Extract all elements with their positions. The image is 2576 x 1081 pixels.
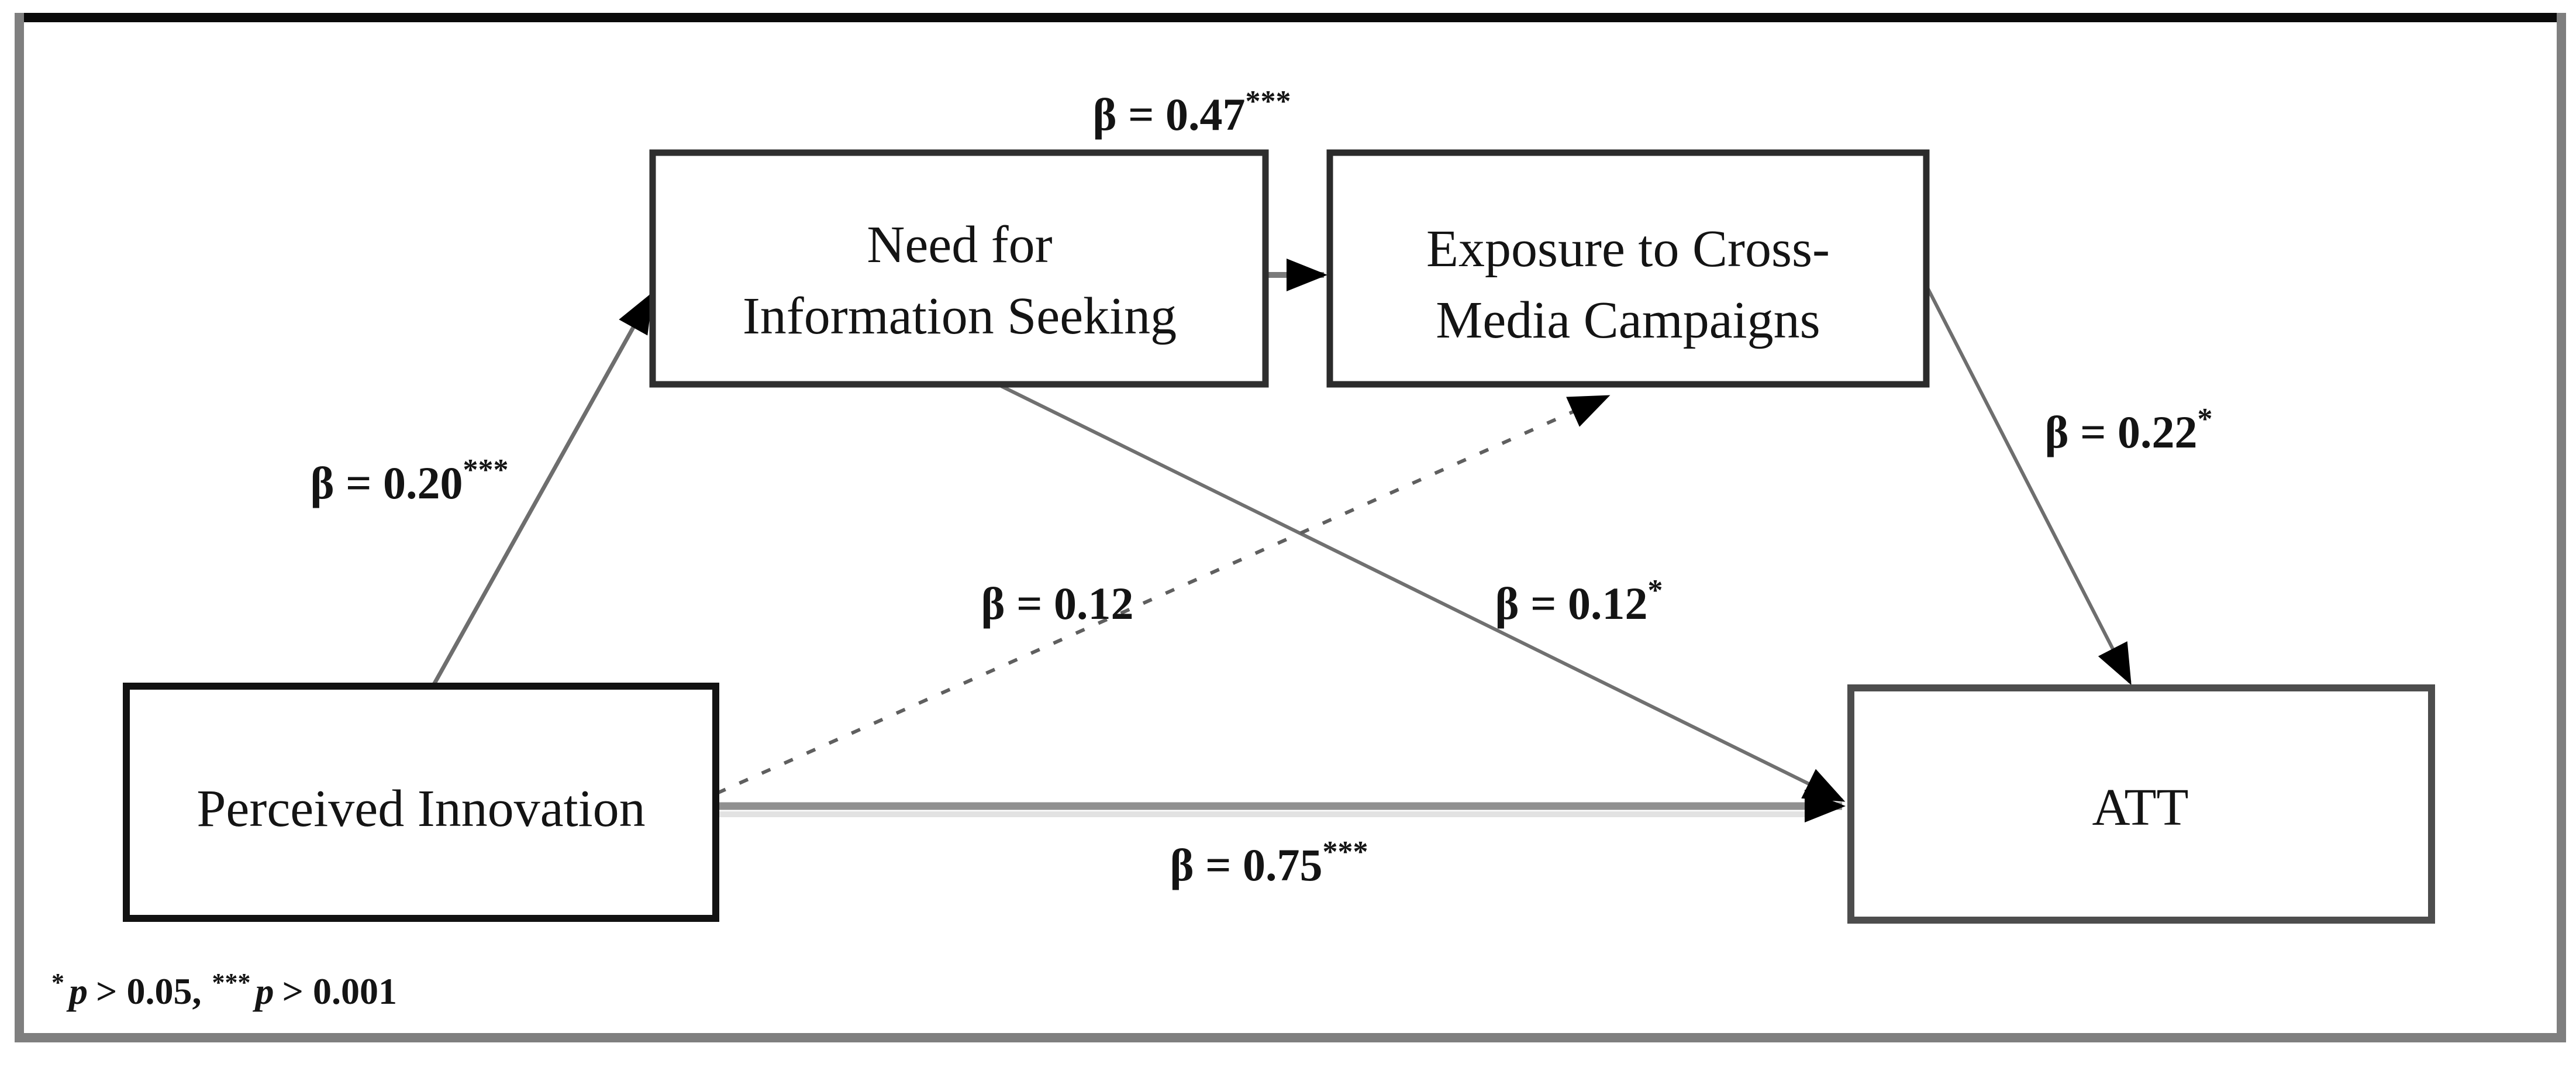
- att-box: [1847, 684, 2435, 924]
- edge-pi-to-att-label: β = 0.75***: [1170, 835, 1368, 890]
- node-exposure-to-cross-media-campaigns: Exposure to Cross-Media Campaigns: [1326, 149, 1930, 388]
- edge-pi-to-need-line: [432, 291, 654, 686]
- edge-need-to-att-line: [1000, 384, 1846, 802]
- edge-pi-to-exposure-label: β = 0.12: [981, 578, 1133, 629]
- exposure-box-label: Exposure to Cross-Media Campaigns: [1426, 220, 1830, 349]
- node-perceived-innovation: Perceived Innovation: [123, 683, 719, 922]
- need-box: [649, 149, 1269, 388]
- edge-pi-to-exposure-dashed-line: [716, 395, 1611, 795]
- perceived-innovation-box: [123, 683, 719, 922]
- edge-exposure-to-att-line: [1925, 284, 2132, 686]
- edge-need-to-exposure-label: β = 0.47***: [1092, 85, 1291, 140]
- att-box-label: ATT: [2092, 779, 2189, 836]
- edge-pi-to-need-label: β = 0.20***: [310, 453, 508, 508]
- edge-exposure-to-att-label: β = 0.22*: [2044, 402, 2212, 457]
- node-att: ATT: [1847, 684, 2435, 924]
- perceived-innovation-box-label: Perceived Innovation: [196, 780, 645, 838]
- significance-footnote: *p> 0.05,***p> 0.001: [51, 968, 397, 1012]
- edge-need-to-att-label: β = 0.12*: [1495, 574, 1663, 629]
- exposure-box: [1326, 149, 1930, 388]
